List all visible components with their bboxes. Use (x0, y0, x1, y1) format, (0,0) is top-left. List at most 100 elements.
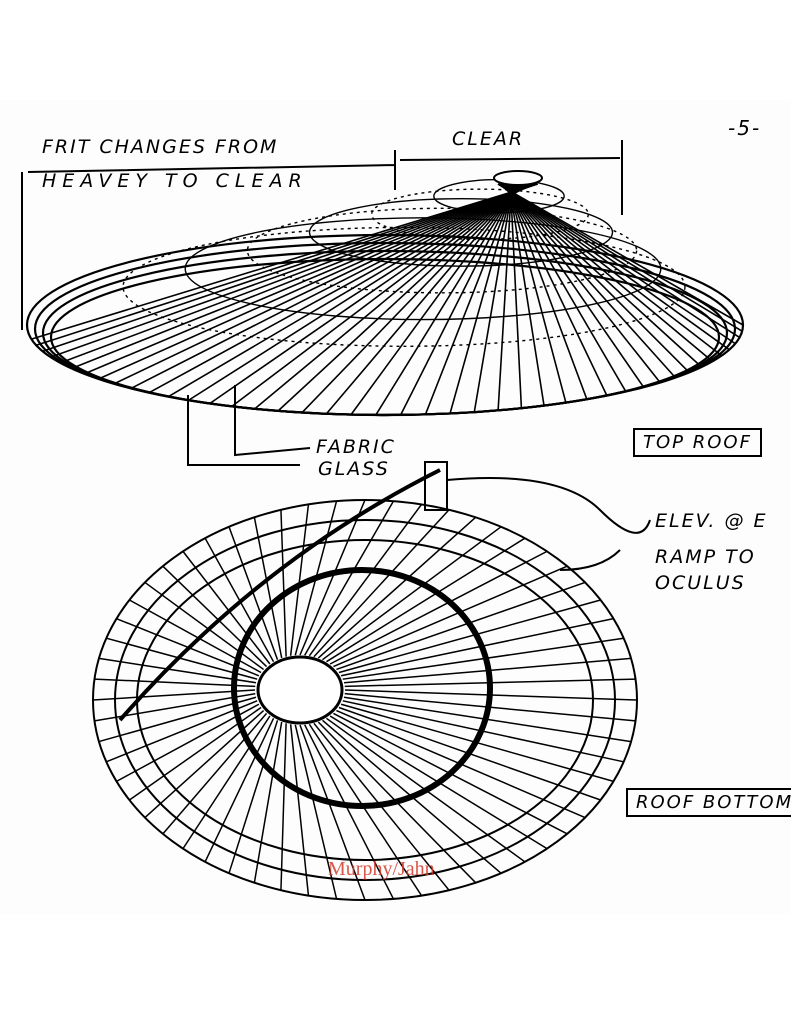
elevator-callout: ELEV. @ E (655, 510, 768, 532)
bottom-roof-rib (304, 500, 395, 656)
top-roof-rib (350, 183, 521, 416)
bottom-roof-rib (98, 696, 257, 743)
oculus-callout: OCULUS (655, 572, 746, 594)
bottom-roof-rib (144, 710, 265, 819)
bottom-roof-rib (299, 724, 366, 901)
top-roof-rib (507, 183, 567, 403)
top-roof-rib (502, 183, 645, 388)
top-roof-label: TOP ROOF (633, 428, 762, 457)
top-roof-rib (509, 183, 523, 409)
top-roof-ring (184, 217, 662, 321)
roof-bottom-label: ROOF BOTTOM (626, 788, 791, 817)
top-roof-rib (113, 183, 534, 385)
bottom-roof-rib (204, 717, 275, 863)
bottom-roof-rib (253, 517, 283, 659)
top-roof-rib (502, 183, 661, 384)
top-roof-rib (130, 183, 533, 390)
top-roof-rib (83, 183, 536, 375)
bottom-roof-rib (182, 550, 271, 665)
top-roof-rib (188, 183, 530, 401)
bottom-roof-rib (340, 617, 614, 677)
bottom-roof-rib (228, 720, 279, 874)
bottom-roof-rib (317, 516, 477, 659)
top-roof-rib (498, 183, 723, 357)
bottom-roof-rib (336, 581, 586, 671)
top-roof-rib (325, 183, 522, 415)
bottom-roof-rib (280, 723, 287, 891)
top-roof-rib (500, 183, 690, 374)
oculus-top (493, 170, 543, 186)
top-roof-rib (497, 183, 740, 339)
bottom-roof-rib (92, 689, 256, 701)
top-roof-rib (60, 183, 537, 364)
callout-leaders (446, 477, 651, 571)
bottom-roof-rib (106, 637, 258, 680)
top-roof-rib (98, 183, 535, 380)
bottom-roof-rib (98, 657, 257, 684)
frit-annotation: FRIT CHANGES FROM (42, 136, 279, 158)
top-roof-rib (508, 183, 545, 406)
top-roof-rib (42, 183, 538, 353)
oculus-bottom (256, 655, 344, 725)
top-roof-rib (167, 183, 531, 398)
bottom-roof-rib (162, 712, 268, 835)
bottom-roof-rib (326, 537, 526, 663)
top-roof-rib (301, 183, 524, 414)
page-number: -5- (728, 116, 762, 140)
top-roof-rib (277, 183, 525, 412)
top-roof-rib (473, 183, 514, 413)
top-roof-rib (449, 183, 516, 414)
bottom-roof-rib (308, 723, 423, 897)
bottom-roof-rib (289, 504, 310, 656)
bottom-roof-rib (144, 581, 265, 671)
glass-label: GLASS (318, 458, 390, 480)
top-roof-rib (254, 183, 526, 410)
ramp-callout: RAMP TO (655, 546, 756, 568)
top-roof-rib (35, 183, 538, 346)
bottom-roof-rib (106, 700, 258, 763)
top-roof-rib (503, 183, 627, 392)
top-roof-rib (31, 183, 538, 340)
watermark: Murphy/Jahn (328, 858, 435, 880)
top-roof-rib (499, 183, 713, 363)
top-roof-rib (497, 183, 744, 326)
top-roof-rib (231, 183, 528, 407)
elevator-core (424, 461, 448, 511)
ramp-line (118, 468, 441, 722)
bottom-roof-rib (162, 565, 268, 668)
bottom-roof-rib (338, 599, 601, 674)
top-roof-rib (148, 183, 532, 394)
top-roof-rib (501, 183, 676, 379)
bottom-roof-rib (329, 550, 548, 665)
top-roof-rib (499, 183, 703, 368)
top-roof-ring (246, 207, 638, 294)
top-roof-rib (71, 183, 536, 370)
top-roof-rib (399, 183, 518, 416)
top-roof-rib (497, 183, 743, 332)
top-roof-rib (497, 183, 736, 345)
material-leaders (187, 385, 311, 466)
top-roof-rib (209, 183, 529, 405)
bottom-roof-rib (308, 503, 423, 657)
top-roof-rib (424, 183, 517, 415)
bottom-roof-rim (114, 519, 616, 881)
bottom-roof-rib (299, 499, 366, 656)
bottom-roof-rib (289, 724, 310, 896)
ramp-ring (231, 567, 493, 809)
top-roof-rib (498, 183, 730, 351)
top-roof-ring (308, 198, 614, 267)
bottom-roof-rib (322, 526, 502, 661)
bottom-roof-rib (333, 565, 568, 668)
top-roof-rib (504, 183, 608, 396)
bottom-roof-rib (304, 724, 395, 900)
bottom-roof-rib (182, 715, 271, 850)
bottom-roof-rib (253, 721, 283, 883)
top-roof-rib (50, 183, 537, 358)
dimension-lines (21, 140, 623, 330)
clear-annotation: CLEAR (452, 128, 525, 150)
bottom-roof-rib (280, 509, 287, 657)
frit-annotation-2: HEAVEY TO CLEAR (42, 170, 308, 192)
top-roof-rib (497, 183, 513, 411)
